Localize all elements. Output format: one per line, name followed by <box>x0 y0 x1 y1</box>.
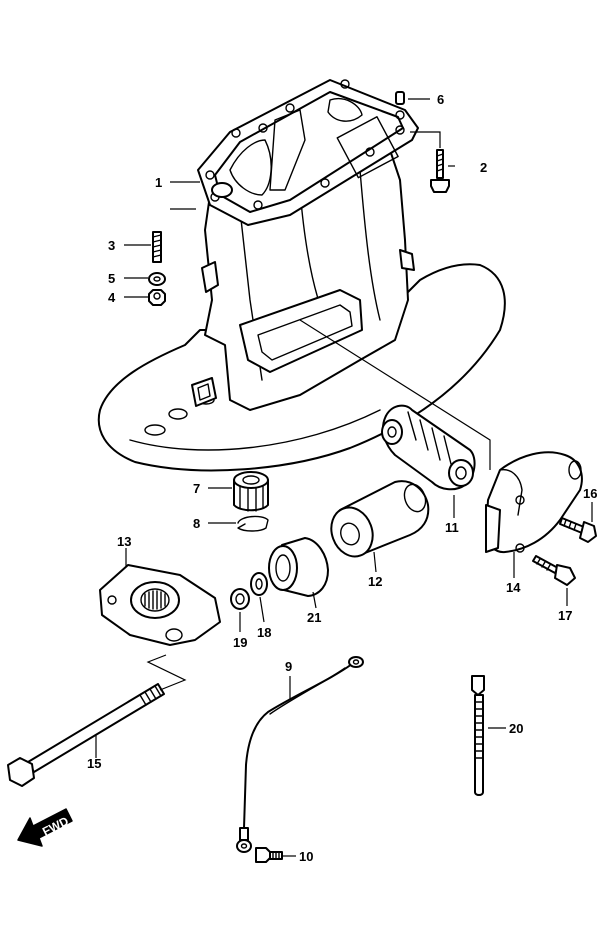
mount-bracket <box>485 451 583 554</box>
nut-7 <box>233 471 269 512</box>
callout-9: 9 <box>285 659 292 674</box>
ground-wire <box>236 656 364 853</box>
callout-6: 6 <box>437 92 444 107</box>
callout-5: 5 <box>108 271 115 286</box>
fwd-arrow: FWD <box>17 808 73 847</box>
cable-tie <box>471 675 485 796</box>
callout-14: 14 <box>506 580 521 595</box>
callout-11: 11 <box>445 520 459 535</box>
leader-lines <box>95 98 593 857</box>
callout-7: 7 <box>193 481 200 496</box>
callout-20: 20 <box>509 721 523 736</box>
callout-19: 19 <box>233 635 247 650</box>
callout-3: 3 <box>108 238 115 253</box>
callout-21: 21 <box>307 610 321 625</box>
long-bolt <box>7 683 165 787</box>
upper-mount-rubber <box>381 404 476 491</box>
callout-8: 8 <box>193 516 200 531</box>
bolt-16 <box>559 517 597 543</box>
callout-1: 1 <box>155 175 162 190</box>
callout-13: 13 <box>117 534 131 549</box>
lower-mount-rubber <box>330 480 430 558</box>
callout-18: 18 <box>257 625 271 640</box>
rubber-seal <box>268 537 329 597</box>
dowel-pin <box>395 91 405 105</box>
washer-18 <box>250 572 268 596</box>
callout-10: 10 <box>299 849 313 864</box>
callout-16: 16 <box>583 486 597 501</box>
callout-4: 4 <box>108 290 116 305</box>
clamp-bracket <box>99 564 221 646</box>
flange-bolt <box>430 149 450 193</box>
callout-12: 12 <box>368 574 382 589</box>
callout-numbers: 1 2 3 4 5 6 7 8 9 10 11 12 13 14 15 16 1… <box>87 92 597 864</box>
callout-15: 15 <box>87 756 101 771</box>
bolt-17 <box>532 555 576 586</box>
callout-17: 17 <box>558 608 572 623</box>
circlip <box>237 515 269 532</box>
washer-19 <box>230 588 250 610</box>
screw-10 <box>255 847 283 863</box>
stud-bolt <box>152 231 162 263</box>
callout-2: 2 <box>480 160 487 175</box>
washer-5 <box>148 272 166 286</box>
nut-4 <box>148 289 166 306</box>
